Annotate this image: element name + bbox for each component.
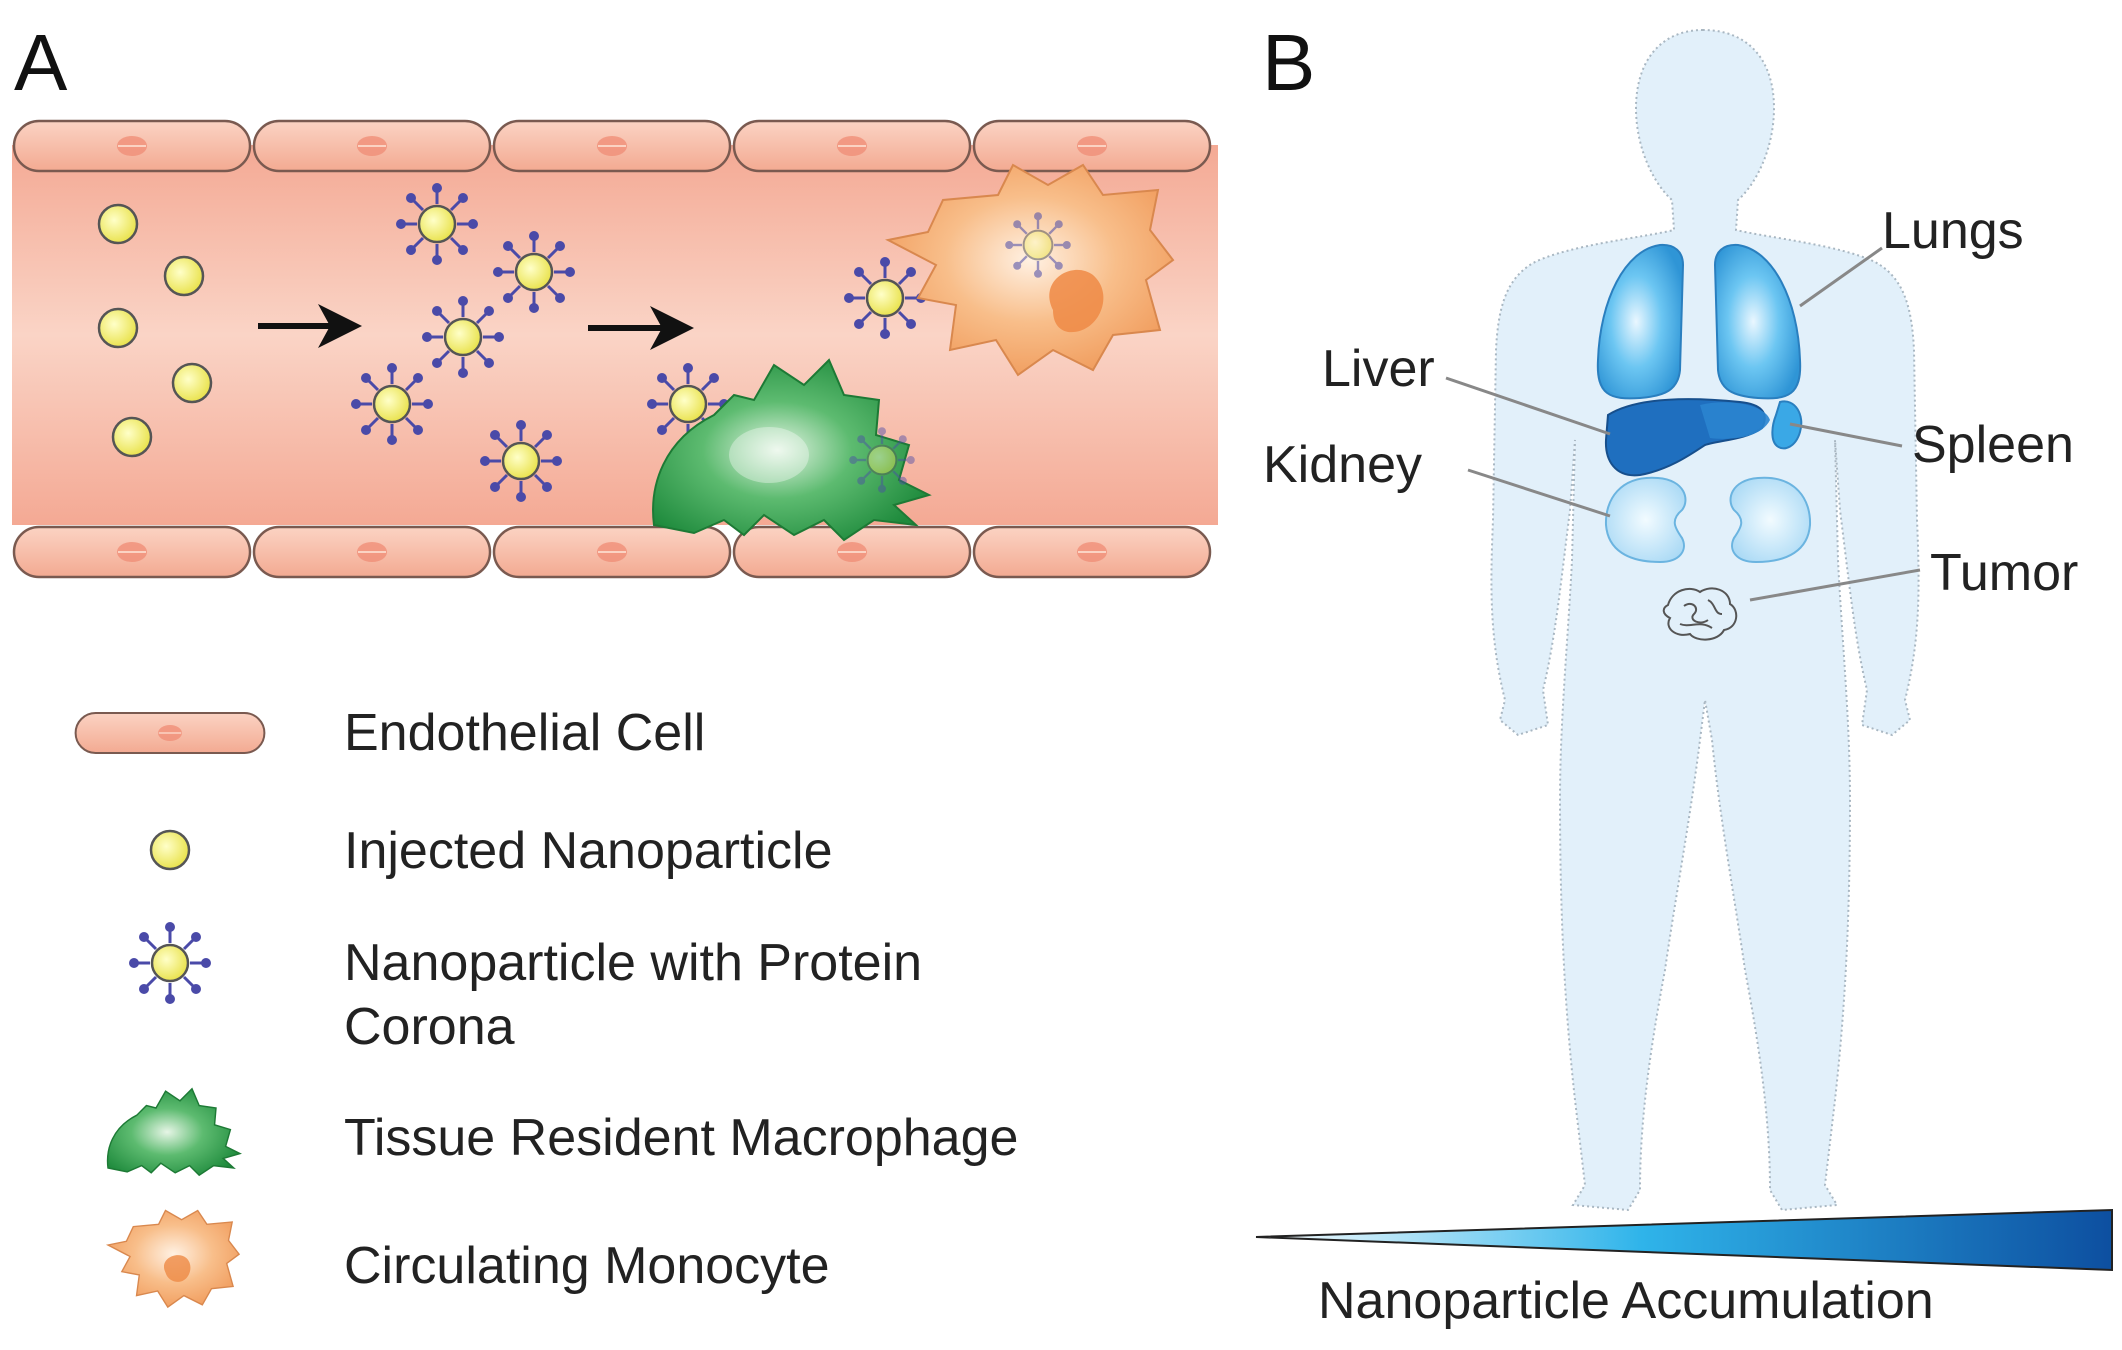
legend-label: Tissue Resident Macrophage [344, 1109, 1018, 1167]
lungs-label: Lungs [1882, 202, 2024, 260]
corona-nanoparticle-icon [129, 922, 211, 1004]
endothelial-cell [12, 119, 252, 173]
human-body-silhouette [1490, 28, 1920, 1212]
corona-nanoparticle [493, 231, 575, 313]
kidneys [1604, 476, 1812, 564]
endothelial-cell-icon [74, 711, 266, 755]
endothelial-cell [12, 525, 252, 579]
panel-a-letter: A [14, 18, 68, 107]
corona-nanoparticle [396, 183, 478, 265]
endothelial-row-bottom [12, 525, 1212, 579]
macrophage-icon [106, 1087, 242, 1177]
legend-item: Tissue Resident Macrophage [106, 1087, 1018, 1177]
label-leaders [1445, 246, 1921, 602]
legend-label: Injected Nanoparticle [344, 822, 833, 880]
liver-label: Liver [1322, 340, 1435, 398]
monocyte-icon [107, 1209, 240, 1308]
accumulation-gradient: Nanoparticle Accumulation [1255, 1208, 2113, 1330]
nanoparticle [111, 416, 153, 458]
kidney-label: Kidney [1263, 436, 1422, 494]
spleen [1771, 400, 1803, 450]
arrow-right-icon [588, 306, 694, 350]
endothelial-cell [492, 119, 732, 173]
tumor-label: Tumor [1930, 544, 2078, 602]
gradient-label: Nanoparticle Accumulation [1318, 1272, 1934, 1330]
panel-b-letter: B [1262, 18, 1315, 107]
legend: Endothelial Cell Injected Nanoparticle N… [74, 704, 1018, 1308]
endothelial-cell [492, 525, 732, 579]
blood-vessel [12, 119, 1218, 579]
circulating-monocyte [887, 164, 1174, 376]
legend-item: Injected Nanoparticle [149, 822, 833, 880]
corona-nanoparticle [480, 420, 562, 502]
nanoparticle [171, 362, 213, 404]
spleen-label: Spleen [1912, 416, 2074, 474]
nanoparticle [97, 307, 139, 349]
corona-nanoparticle [422, 296, 504, 378]
nanoparticle-icon [149, 829, 191, 871]
nanoparticle [163, 255, 205, 297]
corona-nanoparticle [351, 363, 433, 445]
endothelial-cell [972, 119, 1212, 173]
tumor [1662, 587, 1738, 641]
corona-nanoparticle [844, 257, 926, 339]
arrow-right-icon [258, 304, 362, 348]
endothelial-cell [972, 525, 1212, 579]
legend-label: Nanoparticle with Protein [344, 934, 922, 992]
endothelial-cell [252, 119, 492, 173]
legend-label: Circulating Monocyte [344, 1237, 830, 1295]
legend-label: Endothelial Cell [344, 704, 705, 762]
legend-item: Nanoparticle with Protein Corona [129, 922, 922, 1056]
nanoparticle [97, 203, 139, 245]
tissue-resident-macrophage [652, 358, 932, 542]
liver [1604, 398, 1770, 477]
endothelial-row-top [12, 119, 1212, 173]
endothelial-cell [732, 119, 972, 173]
legend-item: Endothelial Cell [74, 704, 705, 762]
endothelial-cell [252, 525, 492, 579]
legend-item: Circulating Monocyte [107, 1209, 830, 1308]
lungs [1596, 243, 1802, 400]
legend-label: Corona [344, 998, 515, 1056]
